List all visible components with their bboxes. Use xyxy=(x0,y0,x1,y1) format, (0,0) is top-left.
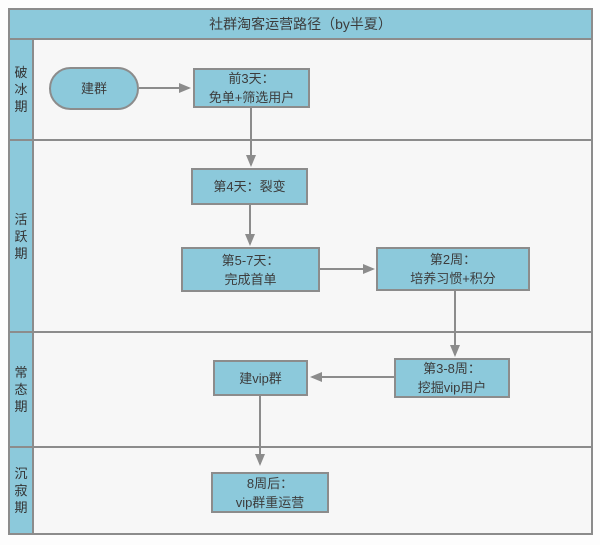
node-create-group: 建群 xyxy=(49,67,139,110)
node-week3-8-mine-vip-users: 第3-8周： 挖掘vip用户 xyxy=(394,358,510,398)
lane-label-dormant: 沉寂期 xyxy=(10,448,34,533)
node-create-vip-group: 建vip群 xyxy=(213,360,308,396)
lane-label-normal: 常态期 xyxy=(10,333,34,446)
lane-label-icebreaking: 破冰期 xyxy=(10,40,34,139)
diagram-title-bar: 社群淘客运营路径（by半夏） xyxy=(8,8,593,40)
node-after-8-weeks-vip-reoperation: 8周后： vip群重运营 xyxy=(211,472,329,513)
node-first-3-days-free-orders: 前3天： 免单+筛选用户 xyxy=(193,68,310,108)
node-week2-habits-points: 第2周： 培养习惯+积分 xyxy=(376,247,530,291)
node-day4-fission: 第4天：裂变 xyxy=(191,168,308,205)
lane-label-active: 活跃期 xyxy=(10,141,34,331)
node-day5-7-first-order: 第5-7天： 完成首单 xyxy=(181,247,320,292)
diagram-title: 社群淘客运营路径（by半夏） xyxy=(209,16,392,32)
